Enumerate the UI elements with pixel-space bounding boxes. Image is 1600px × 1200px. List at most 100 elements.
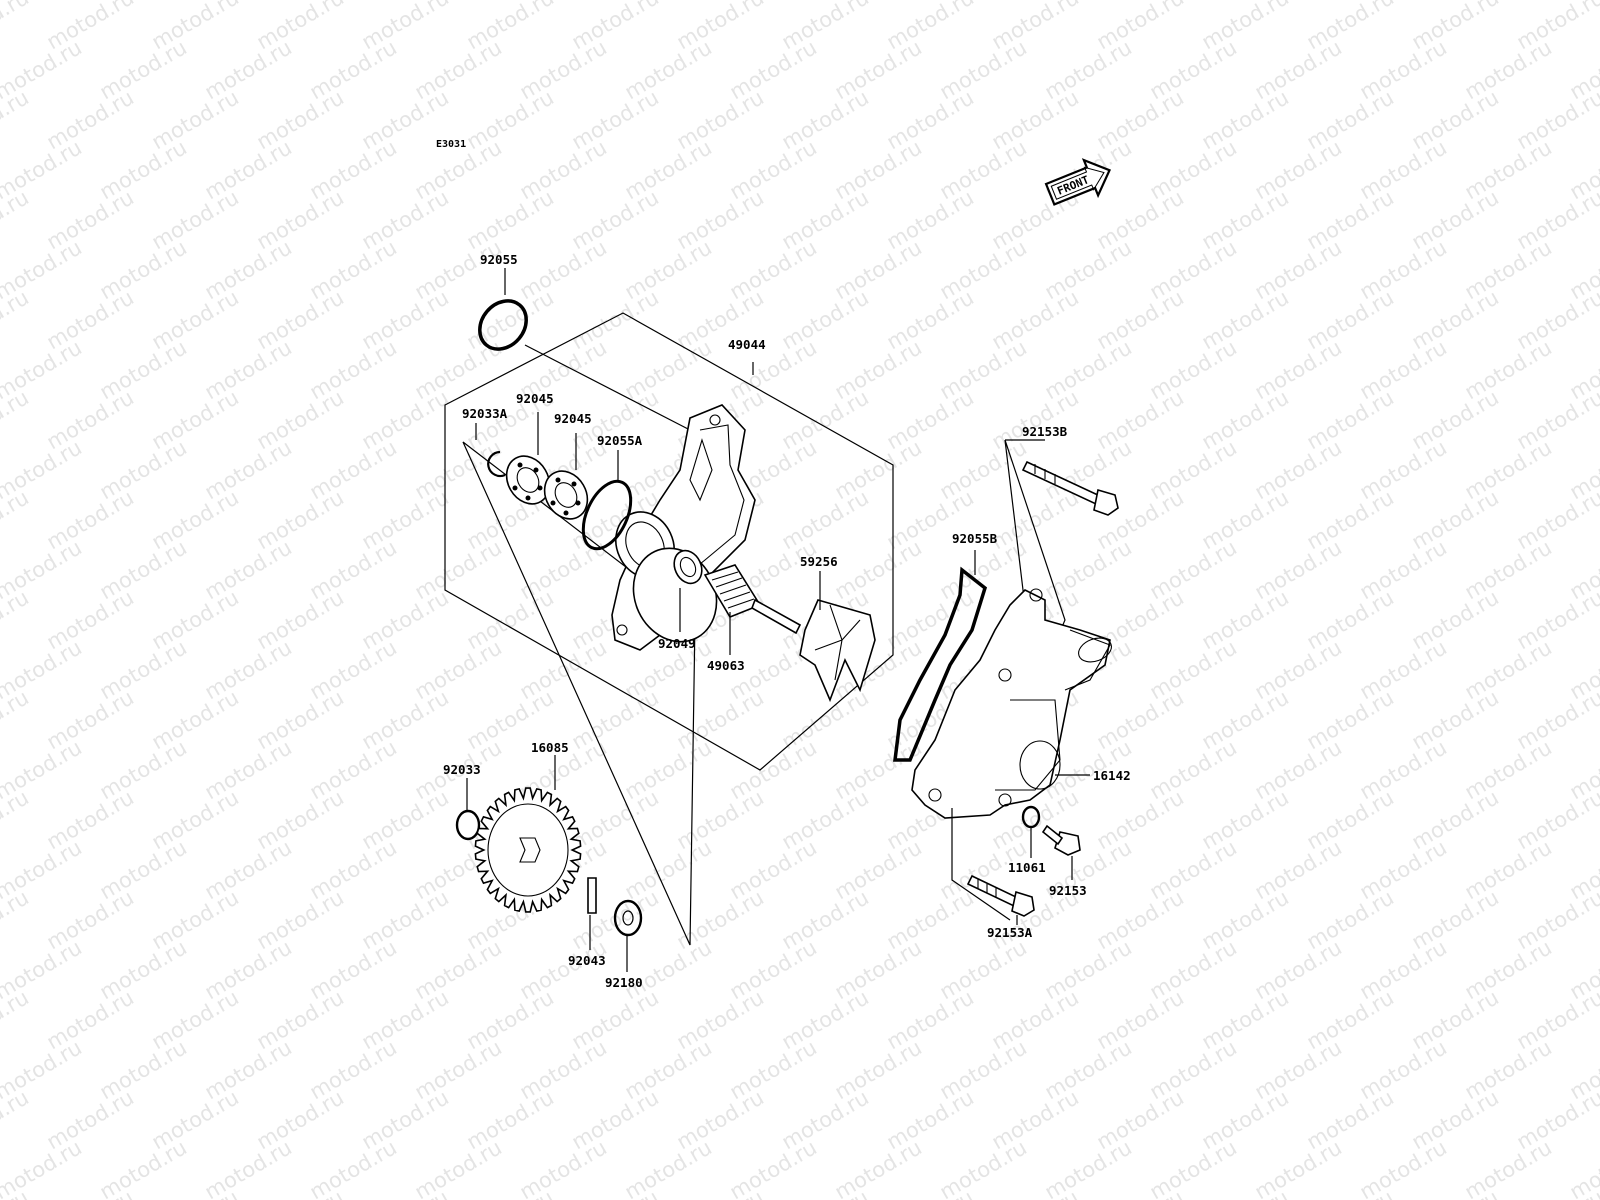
watermark-text: motod.ru [253,885,348,954]
bolt-92153A [966,874,1035,917]
watermark-text: motod.ru [778,185,873,254]
watermark-text: motod.ru [883,985,978,1054]
watermark-text: motod.ru [568,685,663,754]
watermark-text: motod.ru [1303,585,1398,654]
watermark-text: motod.ru [1408,1185,1503,1200]
part-label-16085: 16085 [531,740,569,755]
watermark-text: motod.ru [0,85,33,154]
leader-92055-axis [524,344,691,431]
watermark-text: motod.ru [1093,285,1188,354]
watermark-text: motod.ru [1198,285,1293,354]
watermark-text: motod.ru [1303,1085,1398,1154]
watermark-text: motod.ru [778,285,873,354]
sprocket-bore [519,837,541,863]
watermark-text: motod.ru [1303,685,1398,754]
watermark-text: motod.ru [1303,1185,1398,1200]
watermark-text: motod.ru [43,685,138,754]
pin-92043 [587,877,597,914]
leader-92153A-guide [951,808,1011,921]
watermark-text: motod.ru [1093,685,1188,754]
watermark-text: motod.ru [0,885,33,954]
watermark-text: motod.ru [253,285,348,354]
part-label-59256: 59256 [800,554,838,569]
watermark-text: motod.ru [1093,1185,1188,1200]
watermark-text: motod.ru [43,285,138,354]
watermark-text: motod.ru [0,785,33,854]
watermark-text: motod.ru [883,1185,978,1200]
watermark-text: motod.ru [148,1185,243,1200]
watermark-text: motod.ru [1198,785,1293,854]
assembly-49044-outline [444,312,894,771]
watermark-text: motod.ru [568,1185,663,1200]
watermark-text: motod.ru [43,385,138,454]
watermark-text: motod.ru [43,485,138,554]
watermark-text: motod.ru [568,185,663,254]
watermark-text: motod.ru [1356,1135,1451,1200]
watermark-text: motod.ru [673,985,768,1054]
part-label-92049: 92049 [658,636,696,651]
watermark-text: motod.ru [358,985,453,1054]
watermark-text: motod.ru [1093,785,1188,854]
watermark-text: motod.ru [778,1185,873,1200]
washer-92180 [613,899,643,937]
watermark-text: motod.ru [1198,85,1293,154]
circlip-92033 [455,809,481,841]
watermark-text: motod.ru [253,185,348,254]
watermark-text: motod.ru [43,85,138,154]
o-ring-92055A [581,479,633,551]
watermark-text: motod.ru [778,1085,873,1154]
part-label-49044: 49044 [728,337,766,352]
watermark-text: motod.ru [1408,985,1503,1054]
watermark-text: motod.ru [0,985,33,1054]
watermark-text: motod.ru [1303,85,1398,154]
watermark-text: motod.ru [883,185,978,254]
watermark-text: motod.ru [936,1135,1031,1200]
bearing-92045-a [505,455,551,505]
watermark-text: motod.ru [778,485,873,554]
watermark-text: motod.ru [463,985,558,1054]
watermark-text: motod.ru [0,0,33,54]
watermark-text: motod.ru [1041,1135,1136,1200]
watermark-text: motod.ru [1198,985,1293,1054]
watermark-text: motod.ru [1513,485,1600,554]
impeller-59256 [751,598,876,703]
watermark-text: motod.ru [358,885,453,954]
watermark-text: motod.ru [1513,385,1600,454]
watermark-text: motod.ru [358,585,453,654]
watermark-text: motod.ru [673,685,768,754]
watermark-text: motod.ru [0,685,33,754]
part-label-92045-a: 92045 [516,391,554,406]
watermark-text: motod.ru [43,585,138,654]
watermark-text: motod.ru [1461,1135,1556,1200]
watermark-text: motod.ru [1303,785,1398,854]
watermark-text: motod.ru [1513,1085,1600,1154]
watermark-text: motod.ru [1198,885,1293,954]
watermark-text: motod.ru [1408,585,1503,654]
watermark-text: motod.ru [43,1185,138,1200]
watermark-text: motod.ru [1093,185,1188,254]
watermark-text: motod.ru [1198,585,1293,654]
watermark-text: motod.ru [358,685,453,754]
watermark-text: motod.ru [148,1085,243,1154]
watermark-text: motod.ru [673,1085,768,1154]
watermark-text: motod.ru [1513,285,1600,354]
watermark-text: motod.ru [673,85,768,154]
watermark-text: motod.ru [0,285,33,354]
watermark-text: motod.ru [1513,785,1600,854]
watermark-text: motod.ru [1198,385,1293,454]
watermark-text: motod.ru [1198,485,1293,554]
part-label-92033: 92033 [443,762,481,777]
watermark-text: motod.ru [0,1085,33,1154]
part-label-92045-b: 92045 [554,411,592,426]
watermark-text: motod.ru [1408,85,1503,154]
watermark-text: motod.ru [253,1185,348,1200]
watermark-text: motod.ru [1303,185,1398,254]
watermark-text: motod.ru [1513,585,1600,654]
watermark-text: motod.ru [0,485,33,554]
watermark-text: motod.ru [43,985,138,1054]
part-label-92043: 92043 [568,953,606,968]
watermark-text: motod.ru [778,85,873,154]
bearing-92045-b [543,470,589,520]
watermark-text: motod.ru [358,485,453,554]
